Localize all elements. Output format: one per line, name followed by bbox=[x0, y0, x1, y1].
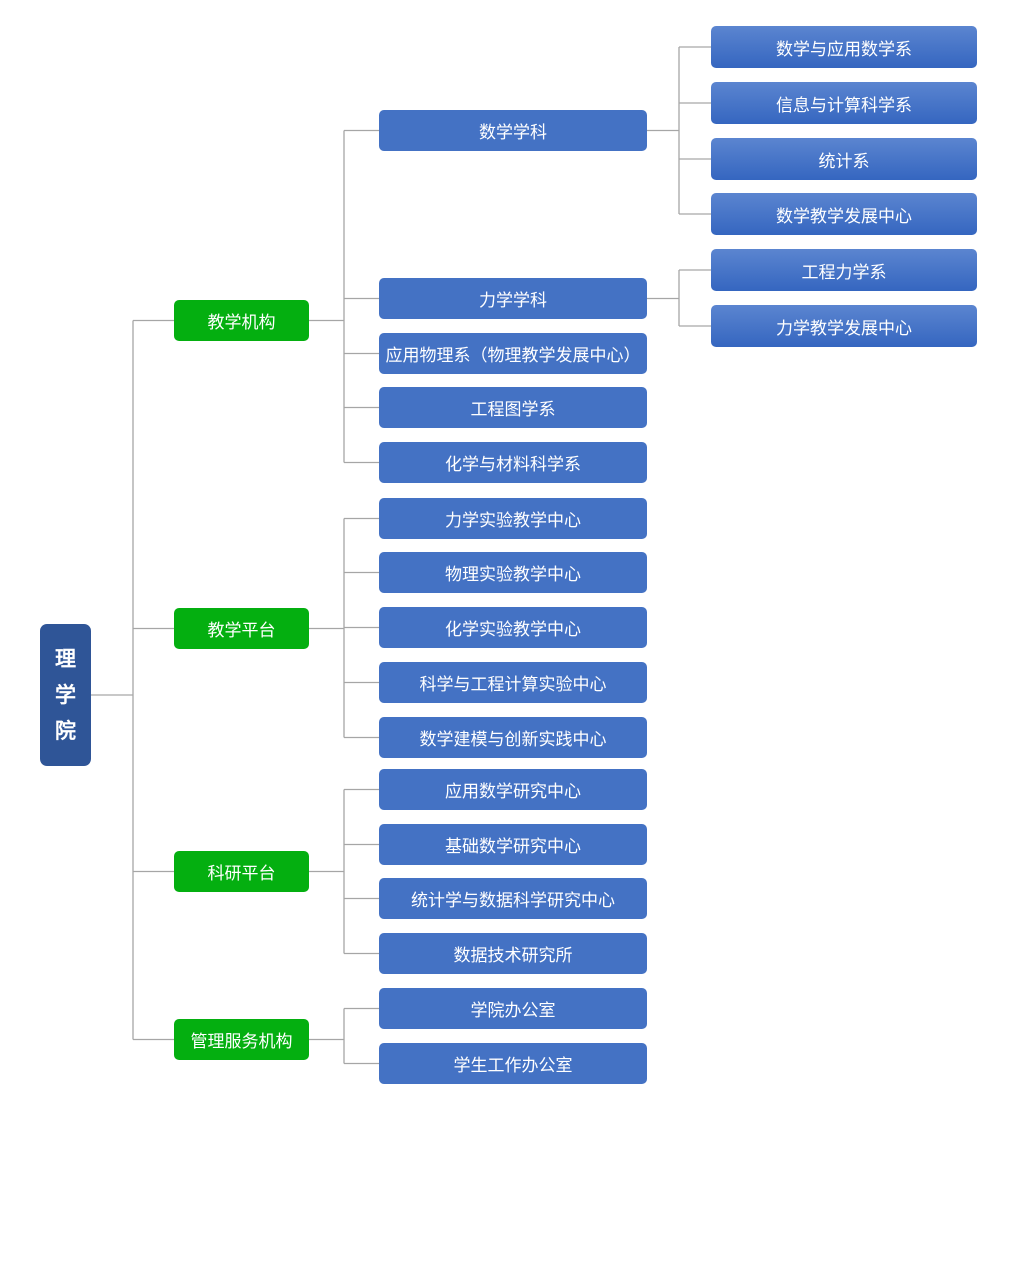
level1-node[interactable]: 科研平台 bbox=[174, 851, 309, 892]
level1-node[interactable]: 教学机构 bbox=[174, 300, 309, 341]
node-label: 力学教学发展中心 bbox=[776, 318, 912, 339]
node-label: 数学教学发展中心 bbox=[776, 206, 912, 227]
level3-node[interactable]: 信息与计算科学系 bbox=[711, 82, 977, 124]
level3-node[interactable]: 工程力学系 bbox=[711, 249, 977, 291]
node-label: 工程力学系 bbox=[801, 262, 887, 283]
level3-node[interactable]: 力学教学发展中心 bbox=[711, 305, 977, 347]
node-label: 应用数学研究中心 bbox=[445, 782, 581, 802]
level2-node[interactable]: 统计学与数据科学研究中心 bbox=[379, 878, 647, 919]
level2-node[interactable]: 工程图学系 bbox=[379, 387, 647, 428]
level2-node[interactable]: 数学学科 bbox=[379, 110, 647, 151]
level1-node[interactable]: 教学平台 bbox=[174, 608, 309, 649]
level2-node[interactable]: 应用数学研究中心 bbox=[379, 769, 647, 810]
node-label: 应用物理系（物理教学发展中心） bbox=[385, 346, 641, 366]
node-label: 数学建模与创新实践中心 bbox=[419, 730, 607, 750]
node-label: 学生工作办公室 bbox=[453, 1056, 573, 1076]
node-label: 科研平台 bbox=[207, 864, 276, 884]
node-label: 教学平台 bbox=[207, 621, 276, 641]
root-char: 院 bbox=[55, 718, 76, 743]
node-label: 化学实验教学中心 bbox=[445, 620, 581, 640]
level3-node[interactable]: 统计系 bbox=[711, 138, 977, 180]
node-label: 力学实验教学中心 bbox=[445, 511, 581, 531]
node-label: 科学与工程计算实验中心 bbox=[419, 675, 607, 695]
node-label: 化学与材料科学系 bbox=[445, 455, 581, 475]
node-label: 统计系 bbox=[818, 151, 870, 172]
level2-node[interactable]: 数学建模与创新实践中心 bbox=[379, 717, 647, 758]
node-label: 统计学与数据科学研究中心 bbox=[411, 891, 615, 911]
node-label: 物理实验教学中心 bbox=[445, 565, 581, 585]
node-label: 数学学科 bbox=[479, 123, 547, 143]
level1-node[interactable]: 管理服务机构 bbox=[174, 1019, 309, 1060]
level2-node[interactable]: 力学学科 bbox=[379, 278, 647, 319]
node-label: 工程图学系 bbox=[470, 400, 556, 420]
level2-node[interactable]: 学院办公室 bbox=[379, 988, 647, 1029]
level2-node[interactable]: 物理实验教学中心 bbox=[379, 552, 647, 593]
level2-node[interactable]: 学生工作办公室 bbox=[379, 1043, 647, 1084]
level2-node[interactable]: 化学实验教学中心 bbox=[379, 607, 647, 648]
level2-node[interactable]: 科学与工程计算实验中心 bbox=[379, 662, 647, 703]
level3-node[interactable]: 数学与应用数学系 bbox=[711, 26, 977, 68]
level2-node[interactable]: 数据技术研究所 bbox=[379, 933, 647, 974]
node-label: 力学学科 bbox=[479, 291, 547, 311]
level3-node[interactable]: 数学教学发展中心 bbox=[711, 193, 977, 235]
root-char: 理 bbox=[55, 646, 76, 671]
node-label: 基础数学研究中心 bbox=[445, 837, 581, 857]
node-label: 信息与计算科学系 bbox=[776, 95, 912, 116]
level2-node[interactable]: 力学实验教学中心 bbox=[379, 498, 647, 539]
node-label: 管理服务机构 bbox=[190, 1032, 293, 1052]
level2-node[interactable]: 化学与材料科学系 bbox=[379, 442, 647, 483]
node-label: 学院办公室 bbox=[470, 1001, 556, 1021]
node-label: 教学机构 bbox=[207, 313, 276, 333]
node-label: 数据技术研究所 bbox=[453, 946, 573, 966]
level2-node[interactable]: 基础数学研究中心 bbox=[379, 824, 647, 865]
root-node-college[interactable]: 理 学 院 bbox=[40, 624, 91, 766]
root-char: 学 bbox=[55, 682, 76, 707]
level2-node[interactable]: 应用物理系（物理教学发展中心） bbox=[379, 333, 647, 374]
node-label: 数学与应用数学系 bbox=[776, 39, 912, 60]
